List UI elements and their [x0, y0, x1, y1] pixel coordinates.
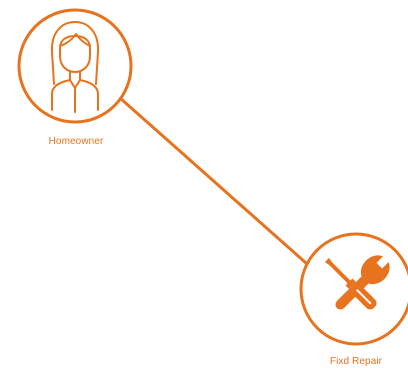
person-icon — [50, 21, 100, 113]
homeowner-circle — [17, 8, 133, 124]
fixd-repair-label: Fixd Repair — [329, 356, 383, 367]
node-fixd-repair — [299, 232, 408, 346]
node-homeowner — [17, 8, 133, 124]
connector-line — [118, 96, 308, 265]
wrench-screwdriver-icon — [324, 254, 391, 310]
homeowner-label: Homeowner — [48, 136, 104, 147]
